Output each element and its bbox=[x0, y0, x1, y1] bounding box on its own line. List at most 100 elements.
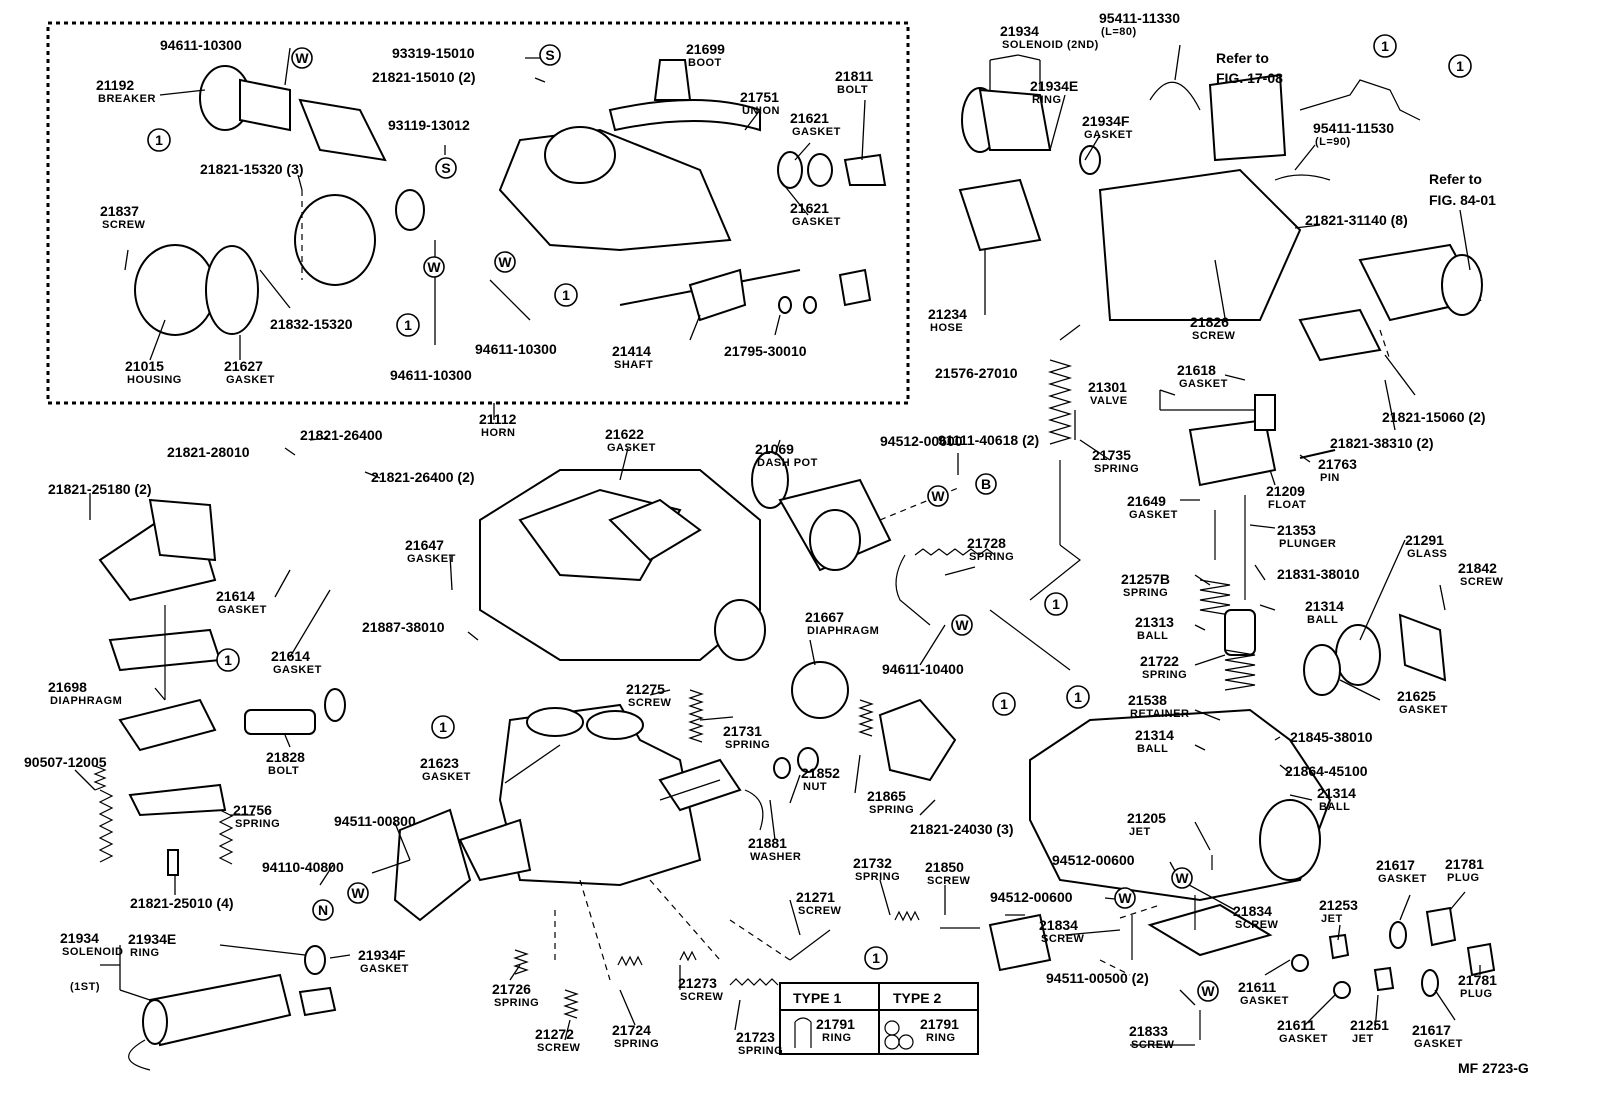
part-number-label: 94611-10300 bbox=[160, 37, 242, 53]
part-name-label: GASKET bbox=[1378, 873, 1427, 885]
part-name-label: HOSE bbox=[930, 322, 963, 334]
part-number-label: 21831-38010 bbox=[1277, 566, 1360, 582]
part-name-label: BALL bbox=[1137, 743, 1168, 755]
part-number-label: 21887-38010 bbox=[362, 619, 445, 635]
part-number-label: 21253 bbox=[1319, 897, 1358, 913]
part-number-label: 21617 bbox=[1412, 1022, 1451, 1038]
part-name-label: SPRING bbox=[738, 1045, 783, 1057]
part-name-label: PLUG bbox=[1447, 872, 1480, 884]
part-name-label: GASKET bbox=[360, 963, 409, 975]
part-number-label: 21763 bbox=[1318, 456, 1357, 472]
float-drawing bbox=[1188, 394, 1336, 487]
part-number-label: 21617 bbox=[1376, 857, 1415, 873]
refer-note-1-line2: FIG. 17-08 bbox=[1216, 70, 1283, 86]
part-name-label: NUT bbox=[803, 781, 827, 793]
part-name-label: SPRING bbox=[1142, 669, 1187, 681]
part-number-label: 21614 bbox=[216, 588, 255, 604]
part-number-label: 94511-00500 (2) bbox=[1046, 970, 1149, 986]
symbol-w-marker: W bbox=[1197, 980, 1219, 1002]
symbol-1-marker: 1 bbox=[864, 946, 888, 970]
part-name-label: SPRING bbox=[969, 551, 1014, 563]
part-number-label: 21837 bbox=[100, 203, 139, 219]
horn-group-box bbox=[46, 21, 910, 405]
part-name-label: SPRING bbox=[494, 997, 539, 1009]
part-name-label: SCREW bbox=[680, 991, 724, 1003]
part-number-label: 21353 bbox=[1277, 522, 1316, 538]
part-name-label: SPRING bbox=[725, 739, 770, 751]
part-number-label: 21828 bbox=[266, 749, 305, 765]
part-name-label: UNION bbox=[742, 105, 780, 117]
symbol-w-marker: W bbox=[347, 882, 369, 904]
part-name-label: GASKET bbox=[273, 664, 322, 676]
part-name-label: SPRING bbox=[1123, 587, 1168, 599]
refer-note-1-line1: Refer to bbox=[1216, 50, 1269, 66]
leader-lines bbox=[74, 44, 1481, 1046]
part-number-label: 21611 bbox=[1238, 979, 1276, 995]
part-number-label: 21614 bbox=[271, 648, 310, 664]
part-number-label: 21621 bbox=[790, 200, 829, 216]
svg-text:S: S bbox=[545, 47, 554, 63]
symbol-1-marker: 1 bbox=[431, 715, 455, 739]
part-number-label: 21934F bbox=[1082, 113, 1130, 129]
part-number-label: 21735 bbox=[1092, 447, 1131, 463]
part-name-label: GASKET bbox=[226, 374, 275, 386]
part-number-label: 21618 bbox=[1177, 362, 1216, 378]
svg-text:1: 1 bbox=[562, 287, 570, 303]
part-number-label: 94511-00800 bbox=[334, 813, 416, 829]
part-name-label: VALVE bbox=[1090, 395, 1128, 407]
part-number-label: 21314 bbox=[1305, 598, 1344, 614]
part-name-label: PIN bbox=[1320, 472, 1340, 484]
part-name-label: RING bbox=[130, 947, 160, 959]
part-number-label: 21821-26400 bbox=[300, 427, 383, 443]
symbol-w-marker: W bbox=[927, 485, 949, 507]
part-number-label: 21698 bbox=[48, 679, 87, 695]
part-number-label: 21726 bbox=[492, 981, 531, 997]
part-name-label: GASKET bbox=[1179, 378, 1228, 390]
symbol-w-marker: W bbox=[423, 256, 445, 278]
part-number-label: 21731 bbox=[723, 723, 762, 739]
part-name-label: BALL bbox=[1307, 614, 1338, 626]
part-name-label: BREAKER bbox=[98, 93, 156, 105]
sight-glass-drawing bbox=[1303, 613, 1447, 696]
part-number-label: 21821-25180 (2) bbox=[48, 481, 152, 497]
linkage-21756-drawing bbox=[93, 765, 234, 876]
svg-text:1: 1 bbox=[224, 652, 232, 668]
part-number-label: 21934 bbox=[1000, 23, 1039, 39]
part-number-label: 21301 bbox=[1088, 379, 1127, 395]
part-number-label: 94512-00600 bbox=[1052, 852, 1135, 868]
breaker-drawing bbox=[199, 65, 387, 162]
part-number-label: 21821-24030 (3) bbox=[910, 821, 1014, 837]
symbol-1-marker: 1 bbox=[1373, 34, 1397, 58]
part-name-label: SPRING bbox=[235, 818, 280, 830]
part-name-label: SCREW bbox=[537, 1042, 581, 1054]
svg-text:1: 1 bbox=[439, 719, 447, 735]
housing-drawing bbox=[134, 189, 425, 336]
symbol-1-marker: 1 bbox=[1448, 54, 1472, 78]
part-name-label: (L=80) bbox=[1101, 26, 1137, 38]
part-number-label: 21826 bbox=[1190, 314, 1229, 330]
part-number-label: 21313 bbox=[1135, 614, 1174, 630]
svg-text:W: W bbox=[498, 254, 512, 270]
solenoid-right-drawing bbox=[1298, 243, 1483, 362]
part-number-label: 21015 bbox=[125, 358, 164, 374]
part-number-label: 94110-40800 bbox=[262, 859, 344, 875]
part-name-label: SOLENOID bbox=[62, 946, 123, 958]
symbol-w-marker: W bbox=[1171, 867, 1193, 889]
part-number-label: 21834 bbox=[1039, 917, 1078, 933]
part-number-label: 21251 bbox=[1350, 1017, 1389, 1033]
solenoid-1st-suffix: (1ST) bbox=[70, 981, 100, 993]
bolt-21828-drawing bbox=[244, 688, 346, 735]
svg-text:1: 1 bbox=[1456, 58, 1464, 74]
symbol-1-marker: 1 bbox=[1044, 592, 1068, 616]
part-number-label: 90507-12005 bbox=[24, 754, 107, 770]
part-name-label: GASKET bbox=[422, 771, 471, 783]
part-number-label: 21667 bbox=[805, 609, 844, 625]
part-number-label: 21842 bbox=[1458, 560, 1497, 576]
part-number-label: 21192 bbox=[96, 77, 134, 93]
svg-text:1: 1 bbox=[1381, 38, 1389, 54]
part-number-label: 94611-10300 bbox=[390, 367, 472, 383]
part-number-label: 91111-40618 (2) bbox=[938, 432, 1039, 448]
part-number-label: 21821-26400 (2) bbox=[371, 469, 475, 485]
part-number-label: 21314 bbox=[1317, 785, 1356, 801]
